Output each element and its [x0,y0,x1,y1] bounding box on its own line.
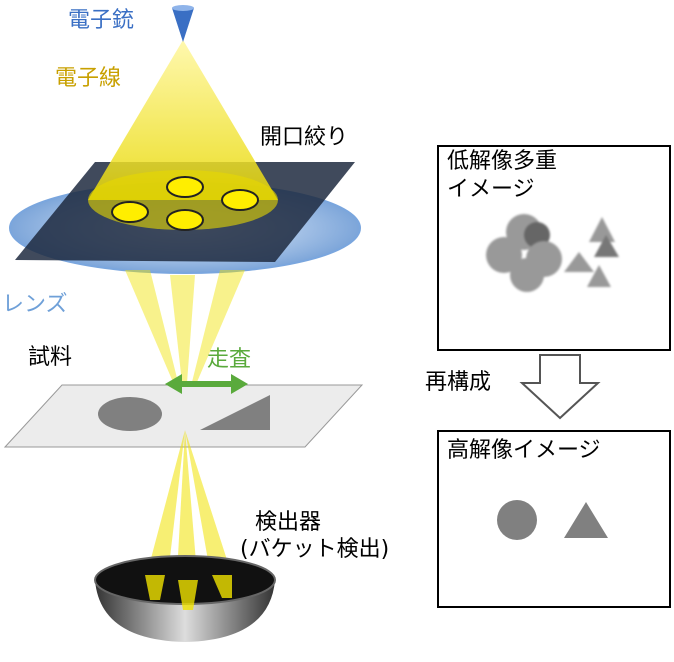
high-res-triangle [564,502,608,538]
high-res-circle [497,500,537,540]
label-lens: レンズ [2,292,68,317]
sample-triangle [200,395,270,430]
low-res-shapes [486,214,619,292]
label-scan: 走査 [207,347,252,372]
label-bucket-detection: (バケット検出) [240,537,390,562]
aperture-hole [166,209,204,231]
low-res-title-1: 低解像多重 [447,149,558,174]
high-res-shapes [497,500,608,540]
label-sample: 試料 [28,345,73,370]
sample-circle [98,397,162,431]
label-electron-gun: 電子銃 [68,8,135,33]
aperture-hole [111,201,149,223]
label-reconstruct: 再構成 [425,370,492,395]
aperture-hole [166,176,204,198]
reconstruct-arrow-icon [519,354,601,420]
aperture-hole [221,189,259,211]
scan-arrow-icon [165,374,248,394]
low-res-image-panel: 低解像多重 イメージ [437,145,671,351]
electron-beam-cone [88,40,278,200]
label-detector: 検出器 [255,510,322,535]
electron-gun-icon [172,8,194,42]
high-res-title: 高解像イメージ [447,438,601,463]
sample-plane [3,384,364,448]
label-electron-beam: 電子線 [55,66,122,91]
low-res-title-2: イメージ [447,177,535,202]
converging-beams [125,270,245,410]
label-aperture: 開口絞り [260,125,349,150]
high-res-image-panel: 高解像イメージ [437,430,671,608]
